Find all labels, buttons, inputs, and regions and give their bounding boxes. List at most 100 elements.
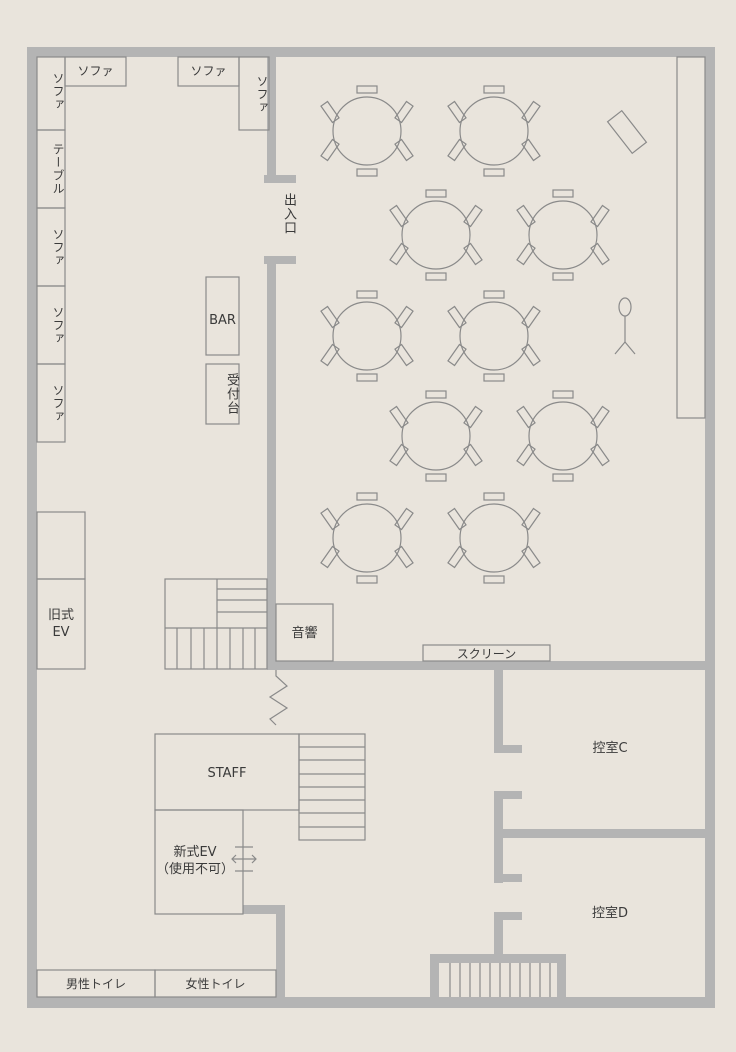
chair-icon [356, 575, 378, 584]
chair-icon [356, 492, 378, 501]
bar-label: BAR [209, 313, 236, 328]
sofa-left-1-label: ソファ [51, 72, 65, 111]
chair-icon [590, 242, 610, 266]
sofa-left-4-label: ソファ [51, 384, 65, 423]
screen-label: スクリーン [456, 647, 517, 661]
chair-icon [389, 242, 409, 266]
chair-icon [521, 305, 541, 329]
chair-icon [425, 473, 447, 482]
round-table-icon [516, 189, 610, 281]
sound-booth [275, 603, 334, 662]
old-ev-upper [36, 511, 86, 580]
chair-icon [320, 507, 340, 531]
chair-icon [356, 85, 378, 94]
sofa-top-left-label: ソファ [77, 64, 114, 78]
room-c-label[interactable]: 控室C [592, 741, 628, 756]
chair-icon [394, 507, 414, 531]
chair-icon [320, 545, 340, 569]
chair-icon [521, 138, 541, 162]
old-ev [36, 578, 86, 670]
new-ev-label-line2: （使用不可） [155, 862, 234, 877]
chair-icon [552, 272, 574, 281]
womens-toilet [154, 969, 277, 998]
round-table-icon [516, 390, 610, 482]
chair-icon [463, 443, 483, 467]
chair-icon [516, 443, 536, 467]
chair-icon [521, 100, 541, 124]
chair-icon [590, 443, 610, 467]
entrance-label[interactable]: 出入口 [281, 193, 296, 235]
chair-icon [516, 204, 536, 228]
round-table-icon [389, 189, 483, 281]
chair-icon [590, 204, 610, 228]
chair-icon [521, 343, 541, 367]
chair-icon [425, 272, 447, 281]
reception-desk [205, 363, 240, 425]
room-d-label[interactable]: 控室D [591, 906, 628, 921]
chair-icon [463, 405, 483, 429]
stairs-icon [449, 963, 551, 997]
round-table-icon [447, 290, 541, 382]
chair-icon [516, 242, 536, 266]
chair-icon [394, 100, 414, 124]
sofa-left-4 [36, 363, 66, 443]
chair-icon [552, 473, 574, 482]
chair-icon [483, 373, 505, 382]
womens-toilet-label[interactable]: 女性トイレ [185, 977, 246, 991]
chair-icon [394, 343, 414, 367]
staff-label: STAFF [207, 766, 247, 781]
chair-icon [356, 168, 378, 177]
old-ev-label-line1: 旧式 [47, 608, 74, 623]
reception-label: 受付台 [224, 373, 239, 415]
stairs-icon [164, 578, 268, 670]
round-table-icon [447, 492, 541, 584]
chair-icon [356, 290, 378, 299]
bar-counter [205, 276, 240, 356]
chair-icon [463, 242, 483, 266]
chair-icon [590, 405, 610, 429]
chair-icon [483, 575, 505, 584]
round-table-icon [320, 492, 414, 584]
chair-icon [463, 204, 483, 228]
sofa-right-vertical-label: ソファ [255, 75, 269, 114]
chair-icon [447, 343, 467, 367]
slanted-table [606, 109, 648, 155]
chair-icon [521, 545, 541, 569]
chair-icon [425, 189, 447, 198]
new-ev [154, 809, 244, 915]
mens-toilet-label[interactable]: 男性トイレ [65, 977, 126, 991]
microphone-stand-icon [614, 297, 636, 355]
chair-icon [447, 305, 467, 329]
screen [422, 644, 551, 662]
new-ev-label-line1: 新式EV [173, 845, 217, 860]
chair-icon [320, 138, 340, 162]
stairs-icon [298, 733, 366, 841]
table-left-label: テーブル [51, 143, 65, 195]
round-table-icon [320, 290, 414, 382]
chair-icon [516, 405, 536, 429]
chair-icon [320, 305, 340, 329]
chair-icon [483, 85, 505, 94]
sofa-left-2-label: ソファ [51, 228, 65, 267]
chair-icon [394, 305, 414, 329]
chair-icon [394, 545, 414, 569]
chair-icon [389, 405, 409, 429]
round-table-icon [447, 85, 541, 177]
chair-icon [483, 168, 505, 177]
chair-icon [483, 290, 505, 299]
round-tables [320, 85, 610, 584]
interior-walls [243, 57, 715, 1002]
sofa-left-3-label: ソファ [51, 306, 65, 345]
round-table-icon [389, 390, 483, 482]
chair-icon [552, 390, 574, 399]
chair-icon [447, 138, 467, 162]
chair-icon [389, 443, 409, 467]
round-table-icon [320, 85, 414, 177]
side-counter [676, 56, 706, 419]
chair-icon [552, 189, 574, 198]
sound-label: 音響 [291, 626, 318, 641]
break-line [268, 670, 289, 726]
chair-icon [389, 204, 409, 228]
sofa-right-vertical [238, 56, 270, 131]
